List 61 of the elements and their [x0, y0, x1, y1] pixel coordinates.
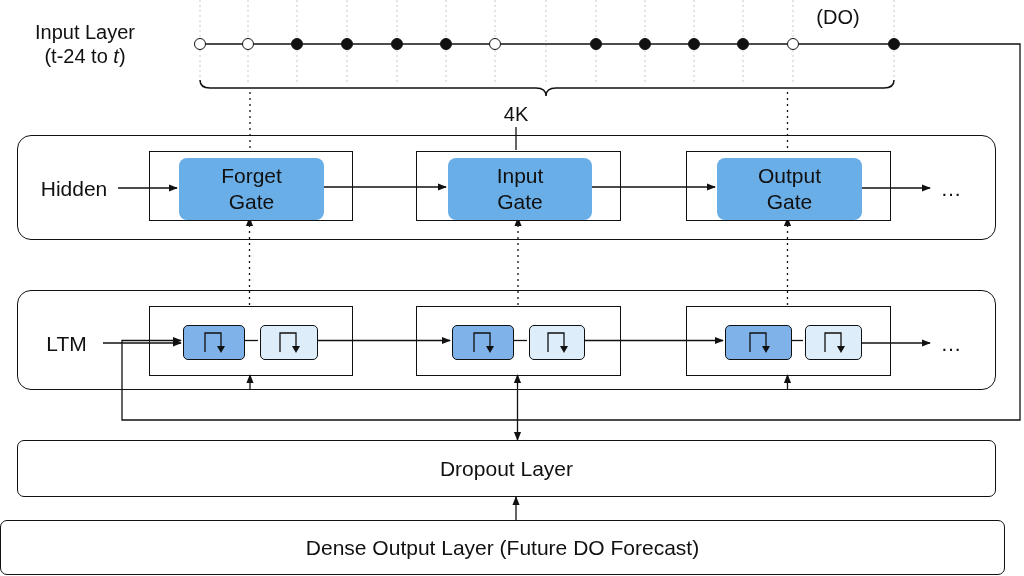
- open-node: [489, 38, 501, 50]
- cell-frame: [686, 306, 891, 376]
- variable-label: (DO): [815, 5, 861, 29]
- layer-band: [17, 135, 996, 240]
- connector-line: [601, 43, 640, 45]
- open-node: [242, 38, 254, 50]
- filled-node: [440, 38, 452, 50]
- layer-box: Dense Output Layer (Future DO Forecast): [0, 520, 1005, 575]
- row-label: LTM: [29, 328, 104, 360]
- connector-line: [451, 43, 490, 45]
- arrow: [246, 374, 254, 391]
- connector-line: [500, 43, 591, 45]
- connector-line: [699, 43, 738, 45]
- filled-node: [639, 38, 651, 50]
- memory-box: [805, 325, 862, 360]
- arrow: [121, 43, 1021, 421]
- cell-frame: [149, 306, 353, 376]
- filled-node: [341, 38, 353, 50]
- connector-line: [402, 43, 441, 45]
- memory-box: [260, 325, 318, 360]
- memory-box: [529, 325, 585, 360]
- filled-node: [391, 38, 403, 50]
- gate-box: Input Gate: [448, 158, 592, 220]
- open-node: [194, 38, 206, 50]
- cell-frame: [149, 151, 353, 221]
- cell-frame: [416, 151, 621, 221]
- connector-line: [798, 43, 889, 45]
- connector-line: [515, 126, 517, 151]
- arrow: [783, 374, 792, 391]
- connector-line: [249, 91, 251, 151]
- connector-line: [253, 43, 292, 45]
- filled-node: [291, 38, 303, 50]
- filled-node: [888, 38, 900, 50]
- filled-node: [590, 38, 602, 50]
- memory-box: [725, 325, 792, 360]
- arrow: [102, 339, 182, 347]
- cell-frame: [416, 306, 621, 376]
- ellipsis: …: [931, 328, 971, 360]
- memory-box: [452, 325, 514, 360]
- filled-node: [737, 38, 749, 50]
- ellipsis: …: [931, 173, 971, 205]
- cell-frame: [686, 151, 891, 221]
- connector-line: [302, 43, 342, 45]
- arrow: [117, 184, 178, 192]
- gate-box: Output Gate: [717, 158, 862, 220]
- arrow: [512, 496, 520, 521]
- gate-box: Forget Gate: [179, 158, 324, 220]
- layer-band: [17, 290, 996, 390]
- connector-line: [352, 43, 392, 45]
- layer-label: Input Layer (t-24 to t): [33, 20, 137, 68]
- connector-line: [205, 43, 243, 45]
- connector-line: [786, 91, 789, 151]
- layer-box: Dropout Layer: [17, 440, 996, 497]
- connector-line: [650, 43, 689, 45]
- arrow: [513, 374, 522, 441]
- memory-box: [183, 325, 245, 360]
- row-label: Hidden: [29, 173, 119, 205]
- filled-node: [688, 38, 700, 50]
- unit-count-label: 4K: [496, 101, 536, 127]
- open-node: [787, 38, 799, 50]
- connector-line: [748, 43, 788, 45]
